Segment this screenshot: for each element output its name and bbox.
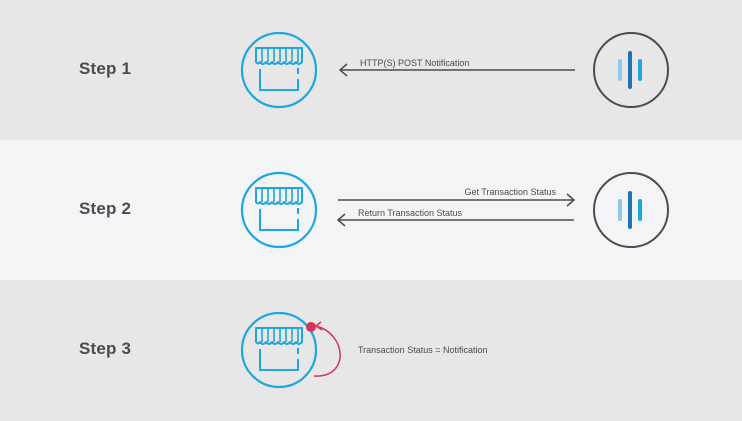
self-status-arrow-label: Transaction Status = Notification xyxy=(358,345,487,355)
merchant-storefront-icon-step-3 xyxy=(240,311,318,389)
notification-arrow-label: HTTP(S) POST Notification xyxy=(360,58,469,68)
return-status-arrow xyxy=(336,213,574,227)
step-1-label: Step 1 xyxy=(79,59,132,78)
get-status-arrow-label: Get Transaction Status xyxy=(464,187,556,197)
self-status-arrow xyxy=(306,321,341,377)
step-3-label: Step 3 xyxy=(79,339,132,358)
provider-logo-icon-step-2 xyxy=(592,171,670,249)
step-3-band: Step 3 xyxy=(0,280,742,421)
return-status-arrow-label: Return Transaction Status xyxy=(358,208,463,218)
step-2-label: Step 2 xyxy=(79,199,132,218)
provider-logo-icon-step-1 xyxy=(592,31,670,109)
notification-arrow xyxy=(338,63,575,77)
merchant-storefront-icon-step-1 xyxy=(240,31,318,109)
merchant-storefront-icon-step-2 xyxy=(240,171,318,249)
get-status-arrow xyxy=(338,193,576,207)
